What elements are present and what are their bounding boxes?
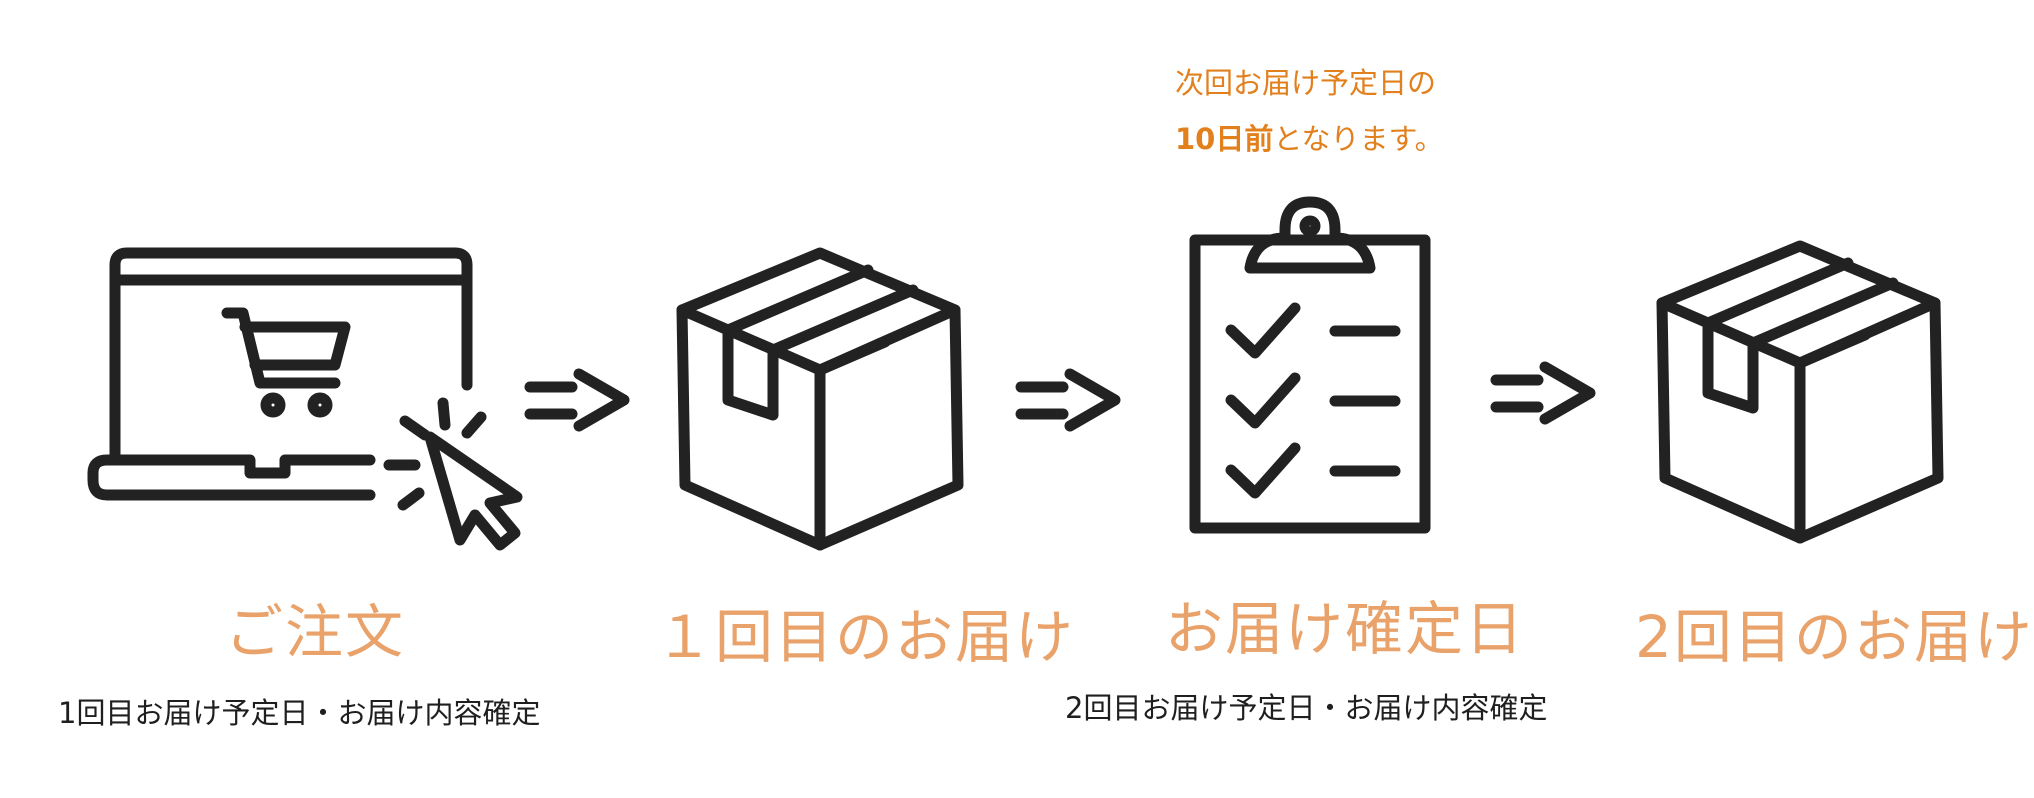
step-label-order: ご注文 (225, 598, 406, 666)
schedule-note: 次回お届け予定日の 10日前となります。 (1175, 60, 1444, 158)
step-label-confirm-date: お届け確定日 (1165, 595, 1526, 663)
package-box-icon (1650, 238, 1950, 558)
first-delivery-note: 1回目お届け予定日・お届け内容確定 (58, 696, 541, 730)
step-label-first-delivery: １回目のお届け (655, 603, 1076, 671)
arrow-right-icon (1015, 362, 1125, 442)
package-box-icon (670, 245, 970, 565)
note-line-2: 10日前となります。 (1175, 116, 1444, 158)
step-label-second-delivery: 2回目のお届け (1635, 603, 2034, 671)
laptop-cart-cursor-icon (85, 245, 535, 551)
second-delivery-note: 2回目お届け予定日・お届け内容確定 (1065, 691, 1548, 725)
note-line-1: 次回お届け予定日の (1175, 66, 1437, 100)
note-emphasis: 10日前 (1175, 122, 1274, 156)
clipboard-checklist-icon (1185, 188, 1435, 538)
arrow-right-icon (1490, 355, 1600, 435)
note-rest: となります。 (1273, 122, 1444, 156)
arrow-right-icon (524, 362, 634, 442)
